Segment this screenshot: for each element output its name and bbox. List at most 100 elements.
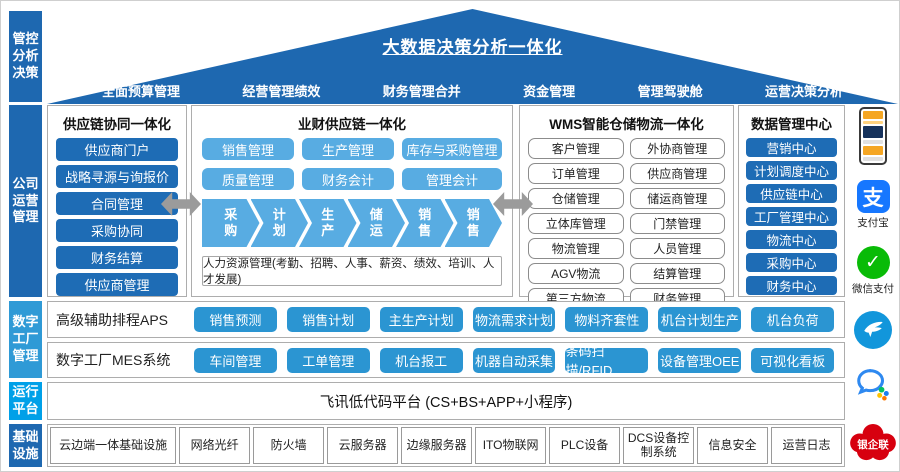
low-code-platform-panel: 飞讯低代码平台 (CS+BS+APP+小程序) [47, 382, 845, 420]
wms-title: WMS智能仓储物流一体化 [549, 117, 704, 132]
aps-item: 机台负荷 [751, 307, 835, 332]
mes-item: 设备管理OEE [658, 347, 742, 373]
mes-item: 机台报工 [379, 347, 463, 373]
roof-item: 资金管理 [523, 84, 576, 99]
wecom-integration [854, 365, 892, 408]
wms-item: 立体库管理 [528, 213, 624, 234]
infra-item: 网络光纤 [179, 427, 251, 464]
svg-text:银企联: 银企联 [857, 438, 889, 451]
roof-title: 大数据决策分析一体化 [382, 38, 563, 57]
erp-item: 财务会计 [302, 168, 394, 190]
mes-item: 工单管理 [286, 347, 370, 373]
erp-item: 管理会计 [402, 168, 502, 190]
scm-item: 财务结算 [56, 246, 178, 269]
wms-item: 门禁管理 [629, 213, 725, 234]
wms-item: 储运商管理 [629, 188, 725, 209]
roof-item: 经营管理绩效 [242, 84, 321, 99]
infra-item: 防火墙 [253, 427, 325, 464]
integrations-column: 支 支付宝 ✓ 微信支付 [847, 105, 899, 470]
erp-item: 销售管理 [202, 138, 294, 160]
wms-item: 仓储管理 [528, 188, 624, 209]
flow-step-label: 采购 [224, 207, 238, 238]
sidebar-section-decision: 管控 分析 决策 [9, 11, 42, 102]
scm-item: 采购协同 [56, 219, 178, 242]
platform-label: 飞讯低代码平台 (CS+BS+APP+小程序) [319, 394, 573, 411]
mes-item: 机器自动采集 [472, 347, 556, 373]
sidebar-section-operations: 公司 运营 管理 [9, 105, 42, 297]
wms-item: 订单管理 [528, 163, 624, 184]
data-center-title: 数据管理中心 [751, 117, 832, 132]
scm-collaboration-panel: 供应链协同一体化 供应商门户 战略寻源与询报价 合同管理 采购协同 财务结算 供… [47, 105, 187, 297]
dingtalk-icon [854, 311, 892, 350]
erp-panel: 业财供应链一体化 销售管理 生产管理 库存与采购管理 质量管理 财务会计 管理会… [191, 105, 513, 297]
infra-item: 云服务器 [327, 427, 399, 464]
mobile-app-preview [859, 107, 887, 165]
infrastructure-panel: 云边端一体基础设施 网络光纤 防火墙 云服务器 边缘服务器 ITO物联网 PLC… [47, 424, 845, 467]
alipay-integration: 支 支付宝 [856, 180, 890, 230]
erp-item: 生产管理 [302, 138, 394, 160]
wechat-pay-label: 微信支付 [852, 282, 894, 295]
scm-title: 供应链协同一体化 [63, 117, 171, 132]
mes-label: 数字工厂MES系统 [56, 352, 171, 368]
data-center-item: 物流中心 [746, 230, 837, 249]
infra-item: PLC设备 [549, 427, 621, 464]
wms-item: 供应商管理 [629, 163, 725, 184]
erp-item: 质量管理 [202, 168, 294, 190]
scm-item: 供应商管理 [56, 273, 178, 296]
mes-item: 可视化看板 [751, 347, 835, 373]
alipay-icon: 支 [856, 180, 890, 214]
data-center-panel: 数据管理中心 营销中心 计划调度中心 供应链中心 工厂管理中心 物流中心 采购中… [738, 105, 845, 297]
infra-item: 信息安全 [697, 427, 769, 464]
roof-item: 管理驾驶舱 [637, 84, 703, 99]
flow-step-label: 销售 [466, 207, 480, 238]
phone-icon [859, 107, 887, 165]
wms-item: 结算管理 [629, 263, 725, 284]
mes-panel: 数字工厂MES系统 车间管理 工单管理 机台报工 机器自动采集 条码扫描/RFI… [47, 342, 845, 378]
wms-item: 人员管理 [629, 238, 725, 259]
aps-item: 物流需求计划 [472, 307, 556, 332]
roof-item: 财务管理合并 [382, 84, 461, 99]
aps-panel: 高级辅助排程APS 销售预测 销售计划 主生产计划 物流需求计划 物料齐套性 机… [47, 301, 845, 338]
aps-item: 主生产计划 [379, 307, 463, 332]
scm-item: 合同管理 [56, 192, 178, 215]
unionpay-integration: 银企联 [848, 423, 898, 468]
flow-step: 采购 [202, 199, 260, 247]
infra-item: DCS设备控制系统 [623, 427, 695, 464]
erp-buttons: 销售管理 生产管理 库存与采购管理 质量管理 财务会计 管理会计 [202, 138, 502, 190]
scm-item: 供应商门户 [56, 138, 178, 161]
data-center-item: 营销中心 [746, 138, 837, 157]
flow-step-label: 生产 [321, 207, 335, 238]
sidebar-section-platform: 运行 平台 [9, 382, 42, 420]
roof-items: 全面预算管理 经营管理绩效 财务管理合并 资金管理 管理驾驶舱 运营决策分析 [47, 81, 898, 100]
aps-item: 物料齐套性 [565, 307, 649, 332]
erp-item: 库存与采购管理 [402, 138, 502, 160]
alipay-label: 支付宝 [857, 217, 889, 230]
scm-item: 战略寻源与询报价 [56, 165, 178, 188]
roof-big-data: 大数据决策分析一体化 全面预算管理 经营管理绩效 财务管理合并 资金管理 管理驾… [47, 9, 898, 104]
sidebar-section-infrastructure: 基础 设施 [9, 424, 42, 467]
infra-item: 云边端一体基础设施 [50, 427, 177, 464]
infra-item: 运营日志 [771, 427, 843, 464]
data-center-item: 财务中心 [746, 276, 837, 295]
data-center-item: 采购中心 [746, 253, 837, 272]
wms-panel: WMS智能仓储物流一体化 客户管理 外协商管理 订单管理 供应商管理 仓储管理 … [519, 105, 734, 309]
wechat-pay-integration: ✓ 微信支付 [852, 245, 894, 296]
aps-item: 机台计划生产 [658, 307, 742, 332]
wms-item: 外协商管理 [629, 138, 725, 159]
wecom-icon [854, 365, 892, 408]
erp-title: 业财供应链一体化 [298, 117, 406, 132]
wms-item: 客户管理 [528, 138, 624, 159]
sidebar-section-digital-factory: 数字 工厂 管理 [9, 301, 42, 378]
wms-item: AGV物流 [528, 263, 624, 284]
mes-item: 条码扫描/RFID [565, 344, 649, 378]
wms-item: 物流管理 [528, 238, 624, 259]
flow-step-label: 储运 [369, 207, 383, 238]
flow-step: 销售 [445, 199, 503, 247]
unionpay-cloud-icon: 银企联 [848, 423, 898, 468]
wms-grid: 客户管理 外协商管理 订单管理 供应商管理 仓储管理 储运商管理 立体库管理 门… [528, 138, 725, 309]
aps-item: 销售预测 [194, 307, 277, 332]
dingtalk-integration [854, 311, 892, 350]
aps-item: 销售计划 [286, 307, 370, 332]
data-center-item: 供应链中心 [746, 184, 837, 203]
